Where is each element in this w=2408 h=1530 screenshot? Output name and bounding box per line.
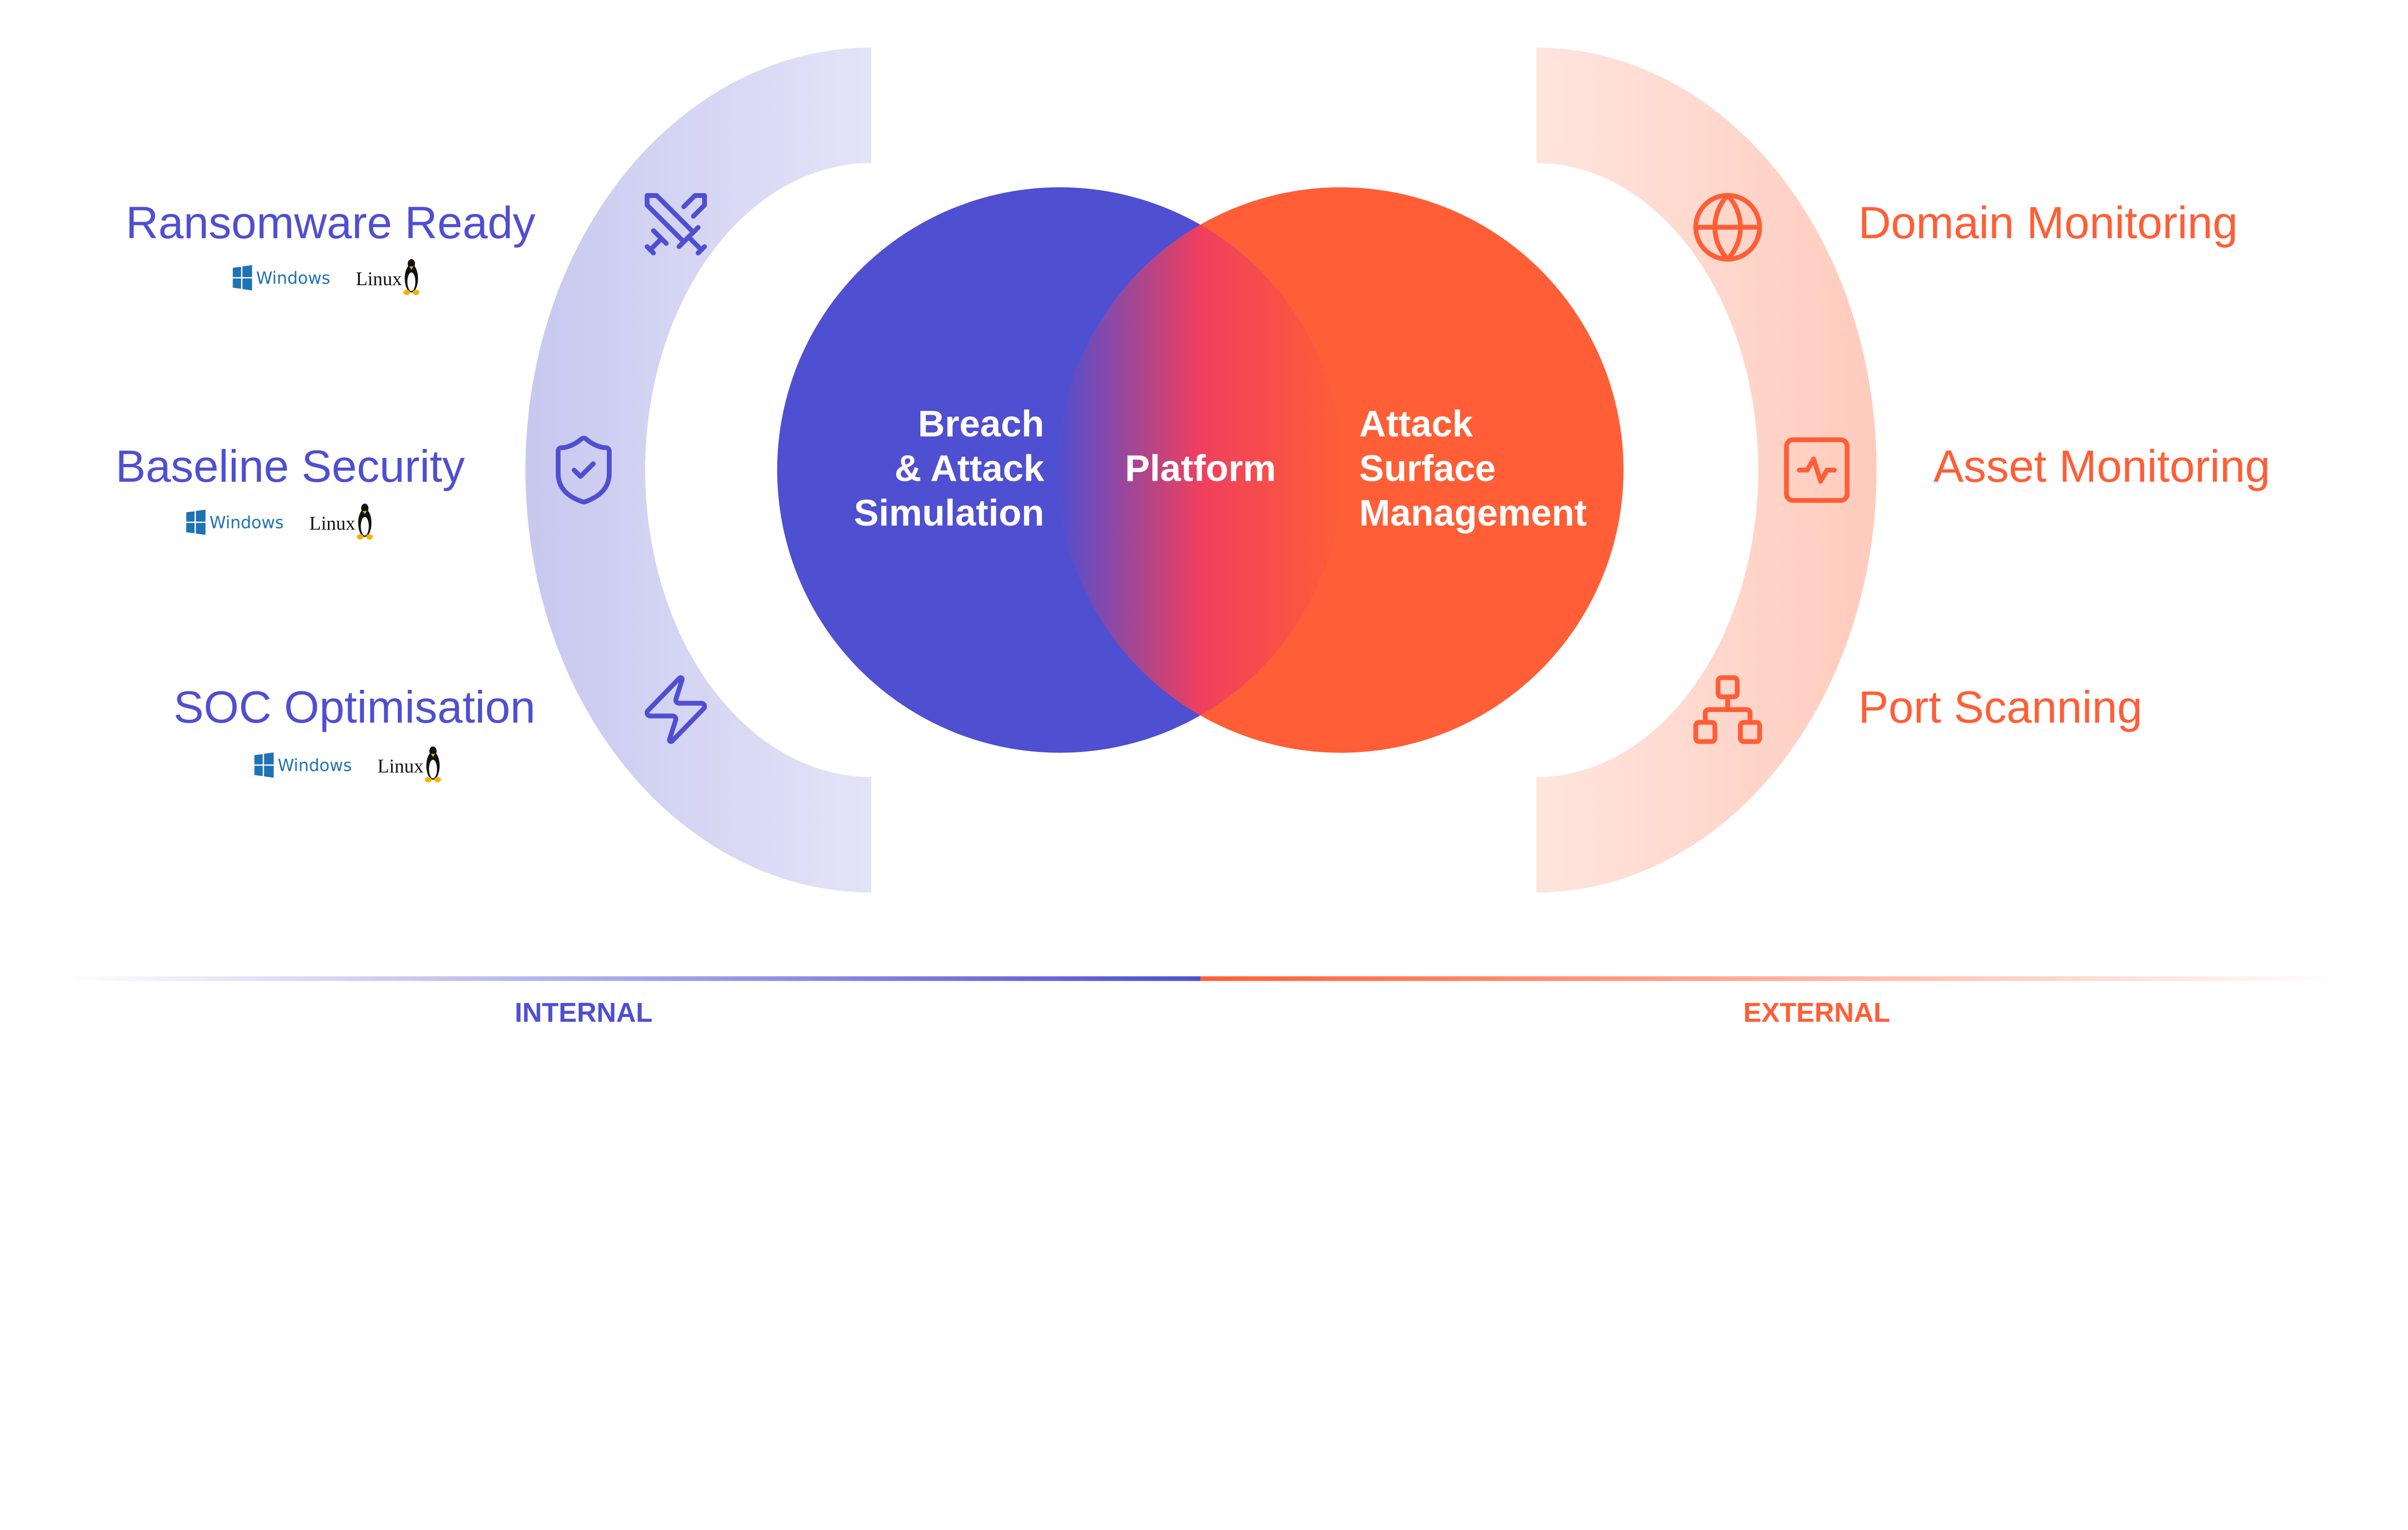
bas-label-line2: & Attack (894, 448, 1045, 489)
baseline-security-label: Baseline Security (116, 441, 465, 491)
tux-penguin-icon (356, 503, 373, 540)
platform-badges: Windows Linux (233, 259, 419, 295)
platform-diagram: Breach & Attack Simulation Platform Atta… (61, 47, 2342, 1028)
windows-logo-icon (186, 509, 206, 535)
windows-label: Windows (209, 514, 284, 533)
linux-label: Linux (378, 755, 424, 777)
asm-label-line1: Attack (1359, 403, 1473, 445)
internal-arc (525, 47, 872, 893)
windows-logo-icon (233, 265, 252, 290)
tux-penguin-icon (425, 746, 441, 783)
swords-icon (644, 193, 707, 256)
external-label: EXTERNAL (1743, 997, 1890, 1028)
windows-label: Windows (256, 269, 330, 288)
port-scanning-label: Port Scanning (1858, 682, 2143, 732)
soc-optimisation-label: SOC Optimisation (173, 682, 535, 732)
external-arc (1536, 47, 1877, 893)
shield-check-icon (555, 435, 612, 505)
asm-label-line2: Surface (1359, 448, 1496, 489)
domain-monitoring-label: Domain Monitoring (1858, 197, 2238, 248)
windows-logo-icon (254, 752, 274, 778)
tux-penguin-icon (403, 259, 419, 295)
asset-monitoring-label: Asset Monitoring (1934, 441, 2270, 491)
monitor-pulse-icon (1784, 437, 1850, 503)
network-icon (1693, 675, 1762, 744)
internal-axis-line (61, 976, 1201, 981)
bas-label-line1: Breach (918, 403, 1044, 445)
windows-label: Windows (278, 756, 352, 776)
asm-label-line3: Management (1359, 492, 1587, 534)
linux-label: Linux (309, 512, 355, 534)
overlap-lens (1058, 187, 1343, 753)
globe-icon (1693, 193, 1762, 262)
bas-label-line3: Simulation (854, 492, 1044, 534)
external-axis-line (1200, 976, 2342, 981)
lightning-icon (644, 675, 707, 744)
platform-badges: Windows Linux (186, 503, 373, 540)
internal-label: INTERNAL (515, 997, 653, 1028)
platform-label: Platform (1125, 448, 1276, 489)
platform-badges: Windows Linux (254, 746, 441, 783)
linux-label: Linux (356, 268, 402, 290)
ransomware-ready-label: Ransomware Ready (126, 197, 536, 248)
